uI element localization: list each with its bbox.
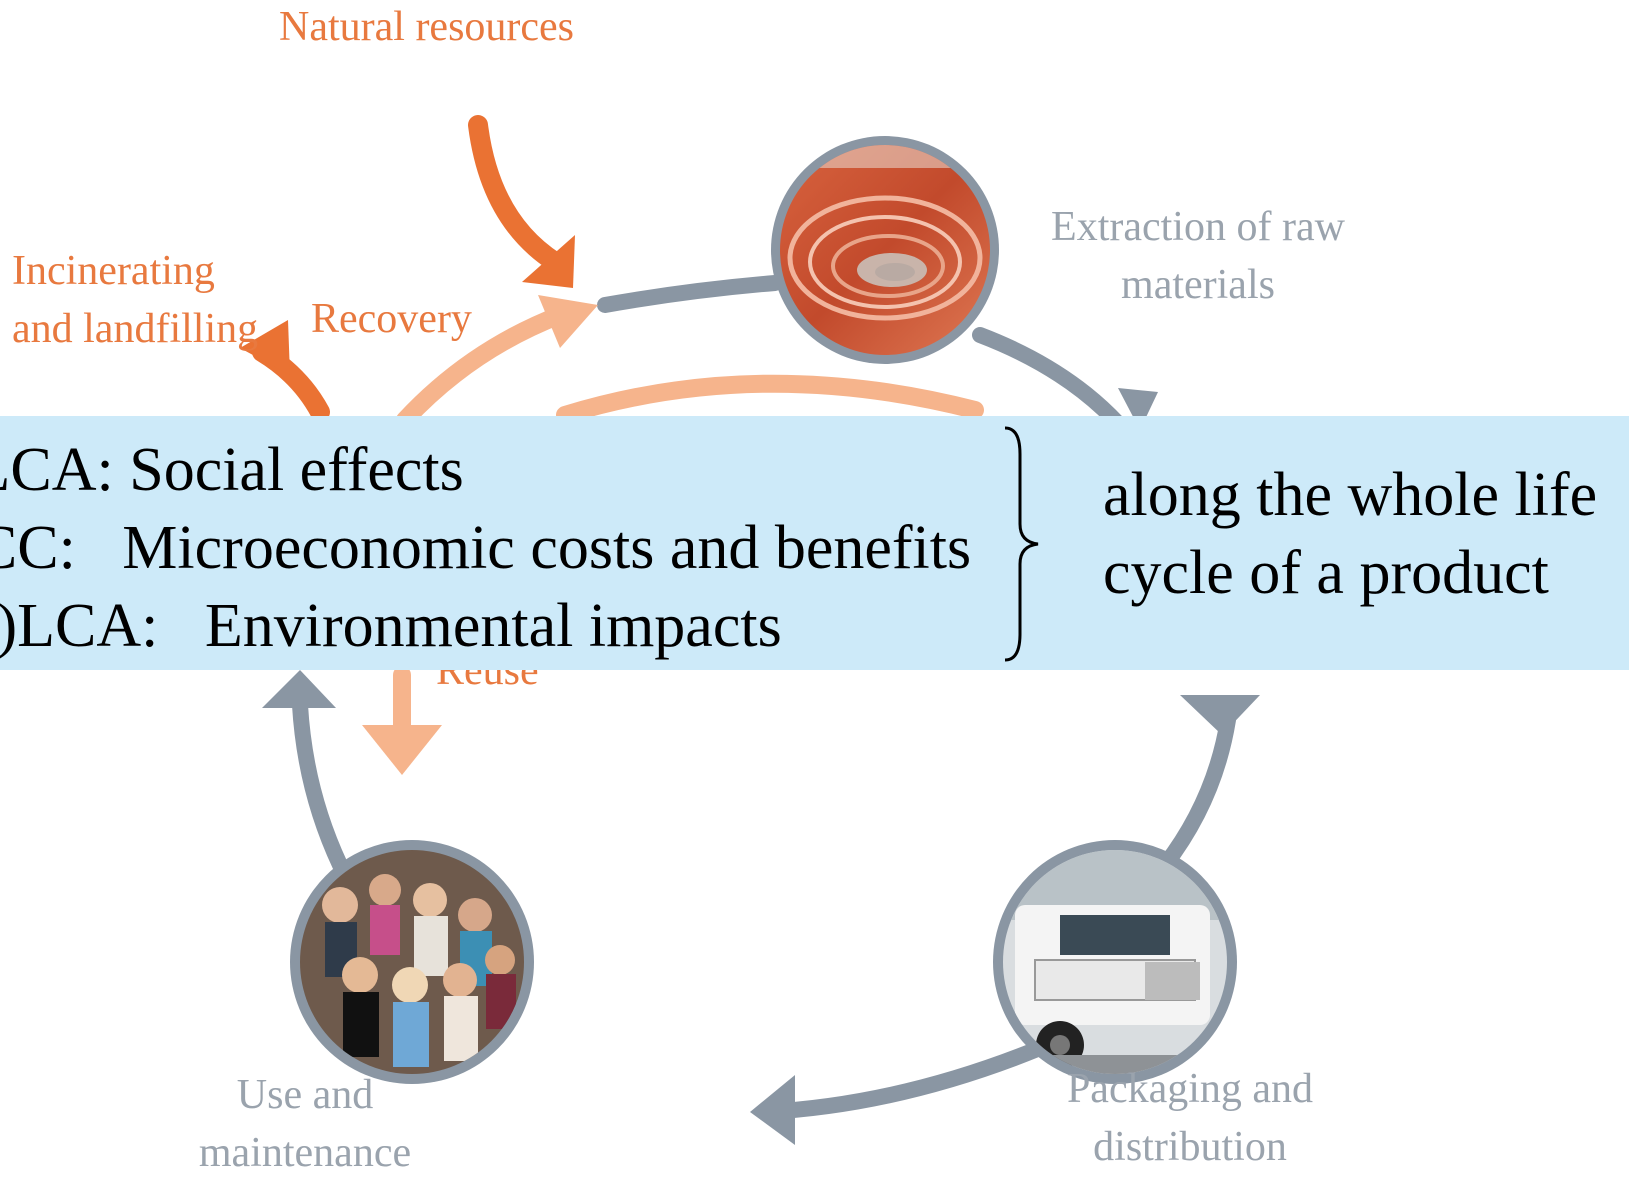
label-packaging: Packaging and distribution bbox=[1066, 1066, 1314, 1170]
recovery-flow bbox=[396, 306, 569, 429]
label-recovery: Recovery bbox=[311, 296, 472, 342]
arc-processing-to-packaging bbox=[1157, 712, 1236, 873]
curly-brace-icon bbox=[1004, 426, 1039, 662]
label-extraction: Extraction of raw materials bbox=[1051, 204, 1345, 308]
arrowhead-right-top bbox=[1118, 388, 1158, 430]
banner-summary: along the whole life cycle of a product bbox=[1103, 461, 1598, 607]
banner-row-slca: SLCA: Social effects bbox=[0, 436, 464, 504]
arrowhead-down-right bbox=[1180, 695, 1260, 735]
banner-row-lcc: LCC: Microeconomic costs and benefits bbox=[0, 514, 972, 582]
natural-resources-flow bbox=[468, 115, 565, 272]
mine-photo bbox=[771, 136, 999, 364]
outer-flows bbox=[252, 115, 565, 422]
label-natural-resources: Natural resources bbox=[279, 4, 575, 50]
natural-resources-arrowhead bbox=[522, 235, 575, 288]
incinerating-arrowhead bbox=[240, 320, 290, 375]
reuse-arrowhead bbox=[362, 725, 442, 775]
arrowhead-up-left bbox=[262, 670, 336, 708]
reuse-ring bbox=[556, 374, 984, 424]
assessment-banner: SLCA: Social effects LCC: Microeconomic … bbox=[0, 416, 1629, 670]
outer-arrowheads bbox=[240, 235, 575, 375]
crowd-photo bbox=[290, 840, 534, 1084]
arrowhead-left-bottom bbox=[750, 1075, 795, 1145]
arc-design-to-extraction bbox=[597, 275, 783, 313]
arc-use-to-design bbox=[292, 697, 348, 873]
label-use: Use and maintenance bbox=[198, 1072, 412, 1176]
cycle-arrowheads bbox=[262, 388, 1260, 1145]
arc-packaging-to-use bbox=[757, 1040, 1048, 1120]
banner-row-elca: (E)LCA: Environmental impacts bbox=[0, 592, 782, 660]
truck-photo bbox=[993, 840, 1237, 1084]
label-incinerating: Incinerating and landfilling bbox=[12, 248, 259, 352]
inner-arrowheads bbox=[362, 295, 598, 775]
recovery-arrowhead bbox=[538, 295, 598, 348]
